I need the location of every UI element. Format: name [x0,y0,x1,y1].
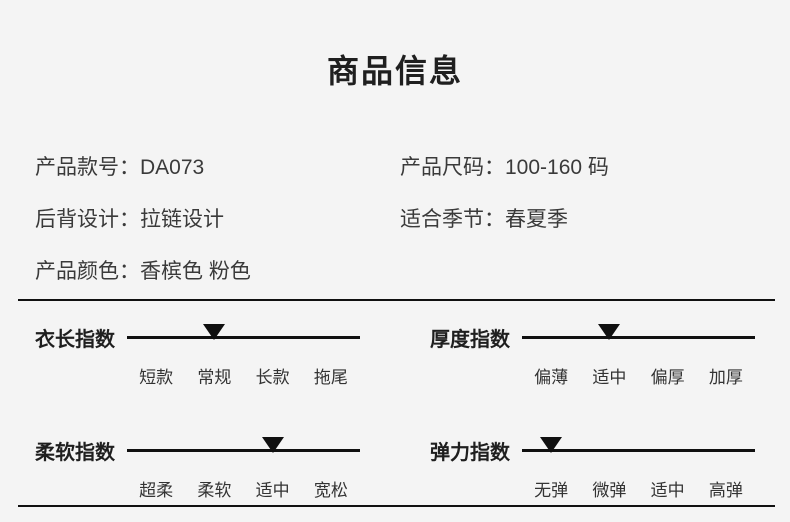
scale-option: 拖尾 [313,368,348,387]
divider-line [18,299,775,301]
page-title: 商品信息 [326,53,463,89]
scale-option: 柔软 [197,481,232,500]
index-scales-grid: 衣长指数 短款 常规 长款 拖尾 厚度指数 偏薄 适中 [0,322,790,501]
scale-option: 适中 [650,481,685,500]
scale-option: 适中 [255,481,290,500]
attribute-label: 产品尺码： [400,156,505,179]
scale-title: 厚度指数 [430,328,510,351]
attribute-season: 适合季节：春夏季 [400,206,755,234]
scale-elasticity-index: 弹力指数 无弹 微弹 适中 高弹 [430,435,755,501]
scale-option: 偏厚 [650,368,685,387]
attributes-grid: 产品款号：DA073 产品尺码：100-160 码 后背设计：拉链设计 适合季节… [0,154,790,286]
scale-option: 宽松 [313,481,348,500]
scale-option: 常规 [197,368,232,387]
scale-garment-length-index: 衣长指数 短款 常规 长款 拖尾 [35,322,360,388]
scale-option: 无弹 [534,481,569,500]
attribute-product-size: 产品尺码：100-160 码 [400,154,755,182]
attribute-product-model: 产品款号：DA073 [35,154,400,182]
scale-option: 加厚 [708,368,743,387]
scale-options: 短款 常规 长款 拖尾 [127,363,360,388]
attribute-value: 春夏季 [505,208,568,231]
attribute-value: DA073 [140,156,205,179]
scale-thickness-index: 厚度指数 偏薄 适中 偏厚 加厚 [430,322,755,388]
scale-option: 微弹 [592,481,627,500]
scale-option: 超柔 [139,481,174,500]
bottom-line [18,505,775,507]
scale-line [522,323,755,340]
attribute-label: 产品颜色： [35,260,140,283]
attribute-value: 香槟色 粉色 [140,260,251,283]
scale-option: 高弹 [708,481,743,500]
scale-line [522,436,755,453]
scale-title: 衣长指数 [35,328,115,351]
scale-option: 偏薄 [534,368,569,387]
marker-triangle-icon [261,436,284,453]
scale-option: 长款 [255,368,290,387]
scale-options: 超柔 柔软 适中 宽松 [127,476,360,501]
scale-option: 短款 [139,368,174,387]
marker-triangle-icon [203,323,226,340]
attribute-back-design: 后背设计：拉链设计 [35,206,400,234]
attribute-label: 产品款号： [35,156,140,179]
scale-options: 无弹 微弹 适中 高弹 [522,476,755,501]
scale-title: 柔软指数 [35,441,115,464]
marker-triangle-icon [598,323,621,340]
scale-title: 弹力指数 [430,441,510,464]
scale-line [127,436,360,453]
scale-softness-index: 柔软指数 超柔 柔软 适中 宽松 [35,435,360,501]
attribute-value: 100-160 码 [505,156,609,179]
attribute-label: 适合季节： [400,208,505,231]
attribute-color: 产品颜色：香槟色 粉色 [35,258,400,286]
attribute-value: 拉链设计 [140,208,224,231]
scale-options: 偏薄 适中 偏厚 加厚 [522,363,755,388]
scale-line [127,323,360,340]
scale-option: 适中 [592,368,627,387]
attribute-label: 后背设计： [35,208,140,231]
marker-triangle-icon [540,436,563,453]
